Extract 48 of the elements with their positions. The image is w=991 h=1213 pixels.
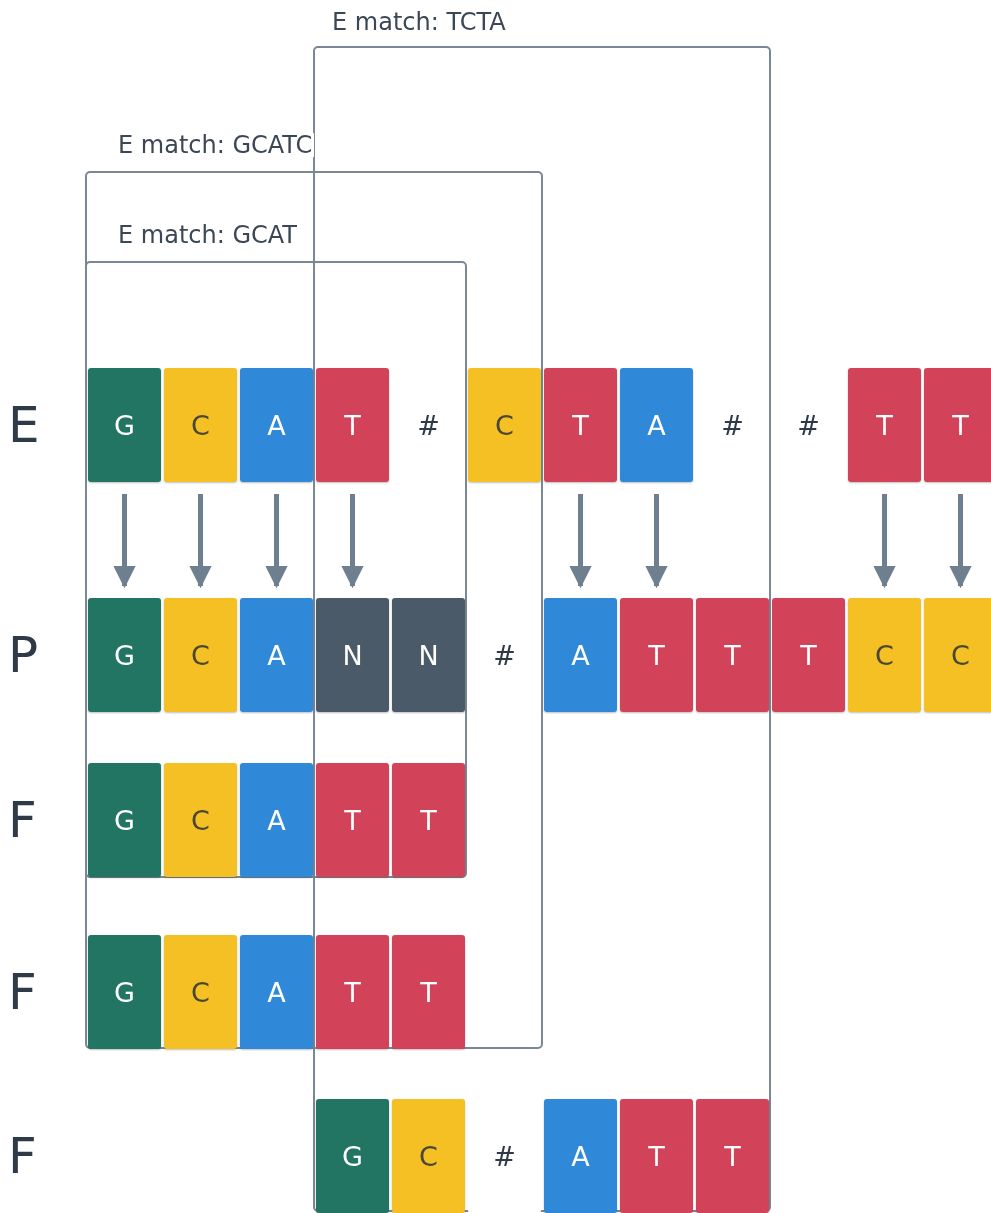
letter-tile: N xyxy=(316,598,389,712)
letter-tile: T xyxy=(544,368,617,482)
letter-tile: T xyxy=(924,368,991,482)
row-label: F xyxy=(8,967,37,1017)
letter-tile: C xyxy=(164,763,237,877)
letter-tile: T xyxy=(696,598,769,712)
letter-tile: G xyxy=(88,935,161,1049)
letter-tile: A xyxy=(620,368,693,482)
letter-tile: C xyxy=(164,935,237,1049)
arrow xyxy=(569,494,592,589)
letter-tile: A xyxy=(240,763,313,877)
letter-tile: T xyxy=(392,935,465,1049)
letter-tile: G xyxy=(88,598,161,712)
letter-tile: T xyxy=(772,598,845,712)
letter-tile: G xyxy=(316,1099,389,1213)
letter-tile: C xyxy=(848,598,921,712)
letter-tile: A xyxy=(240,598,313,712)
letter-tile: C xyxy=(164,368,237,482)
letter-tile: C xyxy=(468,368,541,482)
letter-tile: G xyxy=(88,368,161,482)
letter-tile: C xyxy=(392,1099,465,1213)
row-label: E xyxy=(8,400,40,450)
letter-tile: N xyxy=(392,598,465,712)
letter-tile: C xyxy=(924,598,991,712)
arrow xyxy=(873,494,896,589)
letter-tile: T xyxy=(316,935,389,1049)
letter-tile: C xyxy=(164,598,237,712)
letter-tile: A xyxy=(240,368,313,482)
row-label: P xyxy=(8,630,39,680)
letter-tile: G xyxy=(88,763,161,877)
arrow xyxy=(341,494,364,589)
letter-tile: T xyxy=(620,1099,693,1213)
row-label: F xyxy=(8,795,37,845)
letter-tile: T xyxy=(316,763,389,877)
letter-tile: A xyxy=(240,935,313,1049)
letter-tile: T xyxy=(316,368,389,482)
letter-tile: A xyxy=(544,598,617,712)
arrow xyxy=(113,494,136,589)
letter-tile: A xyxy=(544,1099,617,1213)
arrow xyxy=(949,494,972,589)
arrow xyxy=(189,494,212,589)
letter-tile: T xyxy=(696,1099,769,1213)
letter-tile: T xyxy=(848,368,921,482)
letter-tile: T xyxy=(392,763,465,877)
row-label: F xyxy=(8,1131,37,1181)
arrow xyxy=(265,494,288,589)
letter-tile: T xyxy=(620,598,693,712)
arrow xyxy=(645,494,668,589)
